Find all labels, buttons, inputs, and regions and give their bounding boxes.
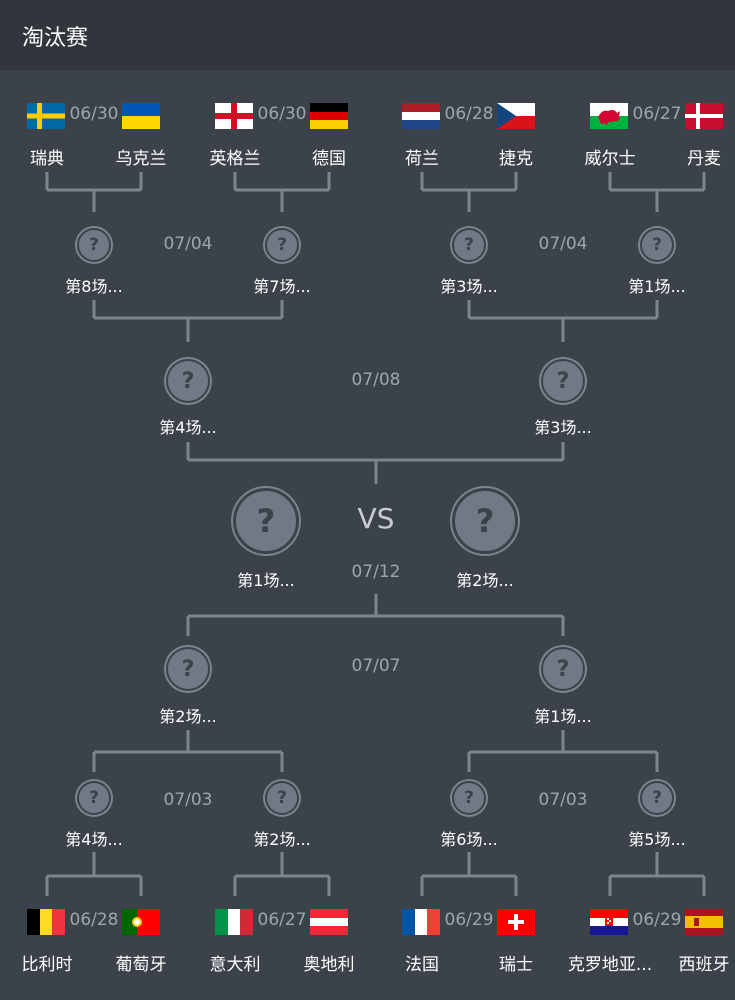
- question-mark-icon: ?: [277, 788, 287, 808]
- match-label[interactable]: 第1场...: [628, 277, 686, 296]
- round-date: 07/04: [538, 234, 588, 254]
- czech-flag: [497, 103, 535, 129]
- round-date: 07/03: [538, 790, 588, 810]
- match-label[interactable]: 第1场...: [534, 707, 592, 726]
- match-label[interactable]: 第4场...: [65, 830, 123, 849]
- team-name[interactable]: 克罗地亚...: [567, 955, 653, 975]
- team-name[interactable]: 丹麦: [687, 149, 721, 169]
- vs-label: VS: [357, 502, 395, 535]
- finalist-placeholder-button[interactable]: ?: [233, 488, 299, 554]
- portugal-flag: [122, 909, 160, 935]
- match-date: 06/27: [632, 104, 682, 124]
- team-name[interactable]: 葡萄牙: [115, 955, 167, 975]
- match-date: 06/30: [257, 104, 307, 124]
- team-name[interactable]: 西班牙: [678, 955, 730, 975]
- austria-flag: [310, 909, 348, 935]
- question-mark-icon: ?: [89, 788, 99, 808]
- match-placeholder-button[interactable]: ?: [541, 359, 585, 403]
- match-placeholder-button[interactable]: ?: [541, 647, 585, 691]
- england-flag: [215, 103, 253, 129]
- finalist-placeholder-button[interactable]: ?: [452, 488, 518, 554]
- team-name[interactable]: 奥地利: [303, 955, 355, 975]
- round-date: 07/12: [351, 562, 401, 582]
- team-name[interactable]: 德国: [312, 149, 346, 169]
- wales-flag: [590, 103, 628, 129]
- match-placeholder-button[interactable]: ?: [640, 228, 674, 262]
- match-label[interactable]: 第3场...: [534, 418, 592, 437]
- question-mark-icon: ?: [89, 235, 99, 255]
- belgium-flag: [27, 909, 65, 935]
- ukraine-flag: [122, 103, 160, 129]
- match-placeholder-button[interactable]: ?: [77, 781, 111, 815]
- team-name[interactable]: 法国: [405, 955, 439, 975]
- match-placeholder-button[interactable]: ?: [640, 781, 674, 815]
- match-label[interactable]: 第2场...: [253, 830, 311, 849]
- france-flag: [402, 909, 440, 935]
- team-name[interactable]: 威尔士: [584, 149, 636, 169]
- spain-flag: [685, 909, 723, 935]
- match-placeholder-button[interactable]: ?: [452, 781, 486, 815]
- question-mark-icon: ?: [277, 235, 287, 255]
- round-date: 07/04: [163, 234, 213, 254]
- match-label[interactable]: 第4场...: [159, 418, 217, 437]
- switzerland-flag: [497, 909, 535, 935]
- sweden-flag: [27, 103, 65, 129]
- team-name[interactable]: 荷兰: [405, 149, 439, 169]
- match-date: 06/28: [69, 910, 119, 930]
- question-mark-icon: ?: [464, 235, 474, 255]
- italy-flag: [215, 909, 253, 935]
- match-date: 06/27: [257, 910, 307, 930]
- team-name[interactable]: 捷克: [499, 149, 533, 169]
- germany-flag: [310, 103, 348, 129]
- question-mark-icon: ?: [181, 368, 195, 394]
- question-mark-icon: ?: [181, 656, 195, 682]
- croatia-flag: [590, 909, 628, 935]
- match-placeholder-button[interactable]: ?: [166, 359, 210, 403]
- denmark-flag: [685, 103, 723, 129]
- question-mark-icon: ?: [556, 368, 570, 394]
- question-mark-icon: ?: [464, 788, 474, 808]
- question-mark-icon: ?: [652, 235, 662, 255]
- round-date: 07/08: [351, 370, 401, 390]
- question-mark-icon: ?: [556, 656, 570, 682]
- team-name[interactable]: 意大利: [209, 955, 261, 975]
- match-placeholder-button[interactable]: ?: [265, 228, 299, 262]
- team-name[interactable]: 瑞典: [30, 149, 64, 169]
- match-date: 06/30: [69, 104, 119, 124]
- team-name[interactable]: 乌克兰: [115, 149, 167, 169]
- team-name[interactable]: 瑞士: [499, 955, 533, 975]
- team-name[interactable]: 英格兰: [209, 149, 261, 169]
- match-label[interactable]: 第1场...: [237, 571, 295, 590]
- netherlands-flag: [402, 103, 440, 129]
- match-label[interactable]: 第8场...: [65, 277, 123, 296]
- match-label[interactable]: 第5场...: [628, 830, 686, 849]
- match-label[interactable]: 第2场...: [456, 571, 514, 590]
- match-placeholder-button[interactable]: ?: [77, 228, 111, 262]
- match-label[interactable]: 第3场...: [440, 277, 498, 296]
- round-date: 07/03: [163, 790, 213, 810]
- question-mark-icon: ?: [475, 502, 495, 540]
- team-name[interactable]: 比利时: [21, 955, 73, 975]
- match-label[interactable]: 第7场...: [253, 277, 311, 296]
- match-date: 06/29: [444, 910, 494, 930]
- page-title: 淘汰赛: [22, 26, 89, 51]
- match-label[interactable]: 第2场...: [159, 707, 217, 726]
- question-mark-icon: ?: [652, 788, 662, 808]
- match-date: 06/29: [632, 910, 682, 930]
- match-placeholder-button[interactable]: ?: [452, 228, 486, 262]
- round-date: 07/07: [351, 656, 401, 676]
- match-placeholder-button[interactable]: ?: [166, 647, 210, 691]
- match-date: 06/28: [444, 104, 494, 124]
- question-mark-icon: ?: [256, 502, 276, 540]
- header-bar: 淘汰赛: [0, 0, 735, 70]
- match-placeholder-button[interactable]: ?: [265, 781, 299, 815]
- match-label[interactable]: 第6场...: [440, 830, 498, 849]
